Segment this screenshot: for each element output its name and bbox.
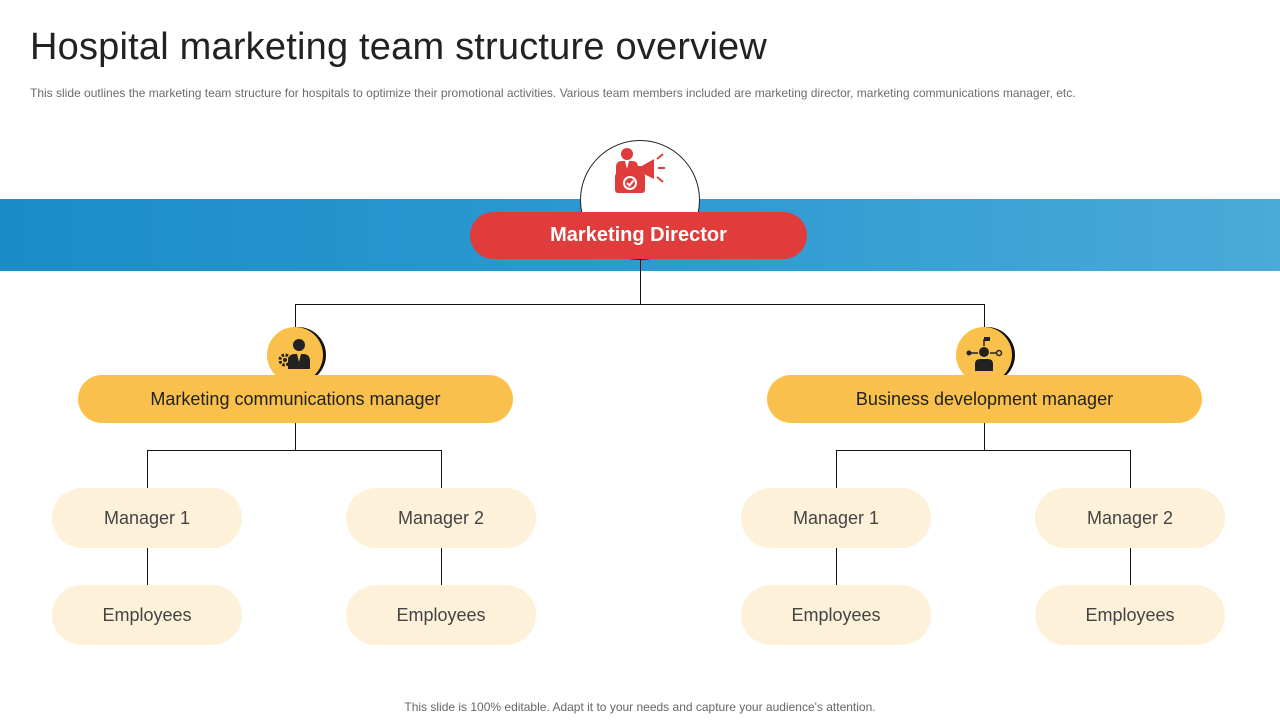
connector-director-down xyxy=(640,259,641,305)
connector-right-bar xyxy=(836,450,1131,451)
connector-left-team2 xyxy=(441,547,442,585)
marketing-megaphone-icon xyxy=(615,148,665,193)
manager-icon-left xyxy=(267,327,323,383)
slide-subtitle: This slide outlines the marketing team s… xyxy=(30,86,1076,100)
connector-left-down xyxy=(295,423,296,451)
right-employees-2-node: Employees xyxy=(1035,585,1225,645)
connector-left-team1 xyxy=(147,547,148,585)
connector-right-team2 xyxy=(1130,547,1131,585)
connector-left-bar xyxy=(147,450,442,451)
connector-to-manager-right xyxy=(984,304,985,332)
left-employees-2-node: Employees xyxy=(346,585,536,645)
connector-left-sub1 xyxy=(147,450,148,488)
manager-icon-right xyxy=(956,327,1012,383)
business-network-person-icon xyxy=(966,337,1003,371)
manager-node-marketing-communications: Marketing communications manager xyxy=(78,375,513,423)
slide-footer: This slide is 100% editable. Adapt it to… xyxy=(404,700,876,714)
connector-right-sub2 xyxy=(1130,450,1131,488)
right-manager-1-node: Manager 1 xyxy=(741,488,931,548)
right-manager-2-node: Manager 2 xyxy=(1035,488,1225,548)
left-manager-1-node: Manager 1 xyxy=(52,488,242,548)
manager-node-business-development: Business development manager xyxy=(767,375,1202,423)
left-employees-1-node: Employees xyxy=(52,585,242,645)
connector-right-team1 xyxy=(836,547,837,585)
businessman-gear-icon xyxy=(278,339,310,369)
connector-left-sub2 xyxy=(441,450,442,488)
connector-manager-bar xyxy=(295,304,985,305)
connector-to-manager-left xyxy=(295,304,296,332)
connector-right-sub1 xyxy=(836,450,837,488)
marketing-director-node: Marketing Director xyxy=(470,212,807,259)
connector-right-down xyxy=(984,423,985,451)
left-manager-2-node: Manager 2 xyxy=(346,488,536,548)
slide-title: Hospital marketing team structure overvi… xyxy=(30,26,768,68)
right-employees-1-node: Employees xyxy=(741,585,931,645)
